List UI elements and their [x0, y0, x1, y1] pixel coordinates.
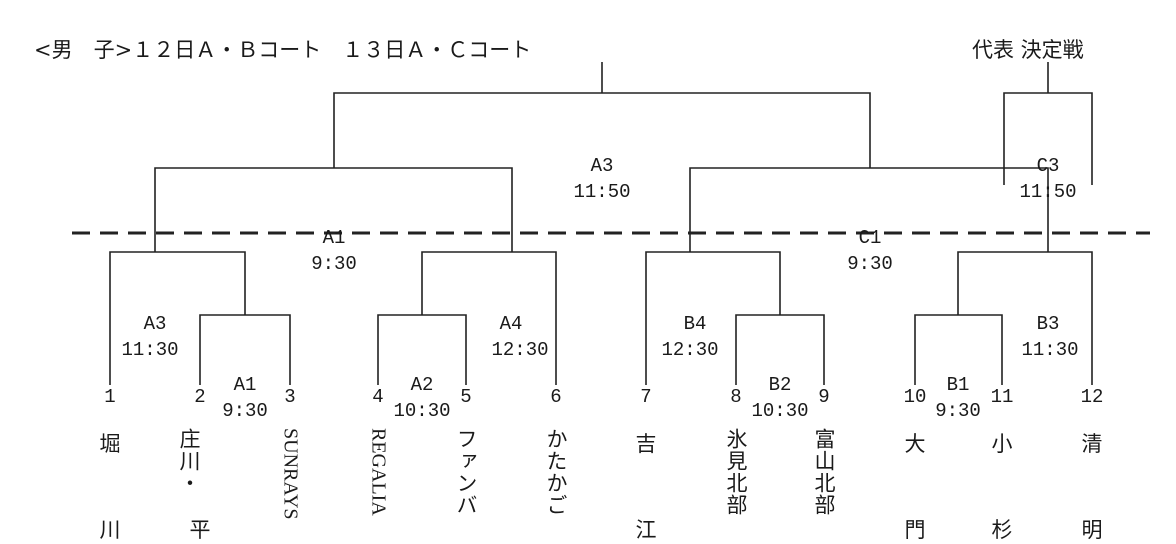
seed-number: 1	[104, 386, 116, 408]
seed-number: 7	[640, 386, 652, 408]
bracket-line-m-1-a1	[109, 251, 246, 385]
seed-number: 12	[1080, 386, 1104, 408]
seed-number: 9	[818, 386, 830, 408]
seed-number: 6	[550, 386, 562, 408]
seed-number: 8	[730, 386, 742, 408]
seed-number: 4	[372, 386, 384, 408]
playoff-label: 代表 決定戦	[972, 38, 1084, 62]
seed-number: 5	[460, 386, 472, 408]
team-name: SUNRAYS	[279, 428, 302, 520]
bracket-line-m-b1-12	[957, 251, 1093, 385]
seed-number: 3	[284, 386, 296, 408]
bracket-line-semi-right	[689, 167, 1049, 252]
team-name: 庄川・ 平	[177, 428, 211, 542]
bracket-line-m-7-b2	[645, 251, 781, 385]
team-name: 富山北部	[812, 428, 836, 516]
team-name: かたかご	[544, 428, 568, 516]
team-name: REGALIA	[367, 428, 390, 516]
team-name: 氷見北部	[724, 428, 748, 516]
seed-number: 2	[194, 386, 206, 408]
bracket-title: <男 子>１２日Ａ・Ｂコート １３日Ａ・Ｃコート	[34, 38, 532, 62]
seed-number: 10	[903, 386, 927, 408]
bracket-line-m-a2-6	[421, 251, 557, 385]
team-name: ファンバ	[454, 428, 478, 516]
seed-number: 11	[990, 386, 1014, 408]
